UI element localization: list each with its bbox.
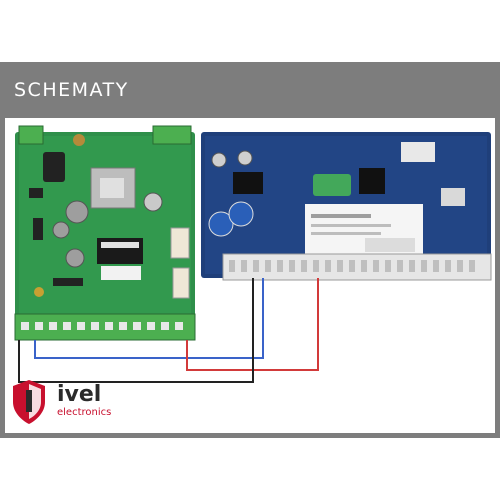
schematic-panel: ivel electronics <box>5 118 495 433</box>
ivel-logo: ivel electronics <box>15 380 155 424</box>
blue-alarm-panel <box>201 132 492 281</box>
schematic-photo <box>13 125 492 424</box>
top-margin <box>0 0 500 62</box>
wire-black <box>18 278 254 383</box>
image-frame: SCHEMATY <box>0 62 500 438</box>
ivel-logo-shield <box>13 380 45 424</box>
logo-word: ivel <box>57 382 102 407</box>
wire-blue <box>34 278 264 359</box>
bottom-margin <box>0 438 500 500</box>
green-gsm-module <box>14 125 196 341</box>
header-bar: SCHEMATY <box>0 62 500 118</box>
page-title: SCHEMATY <box>14 79 129 101</box>
logo-subtitle: electronics <box>57 407 112 418</box>
connection-wires <box>18 278 319 383</box>
